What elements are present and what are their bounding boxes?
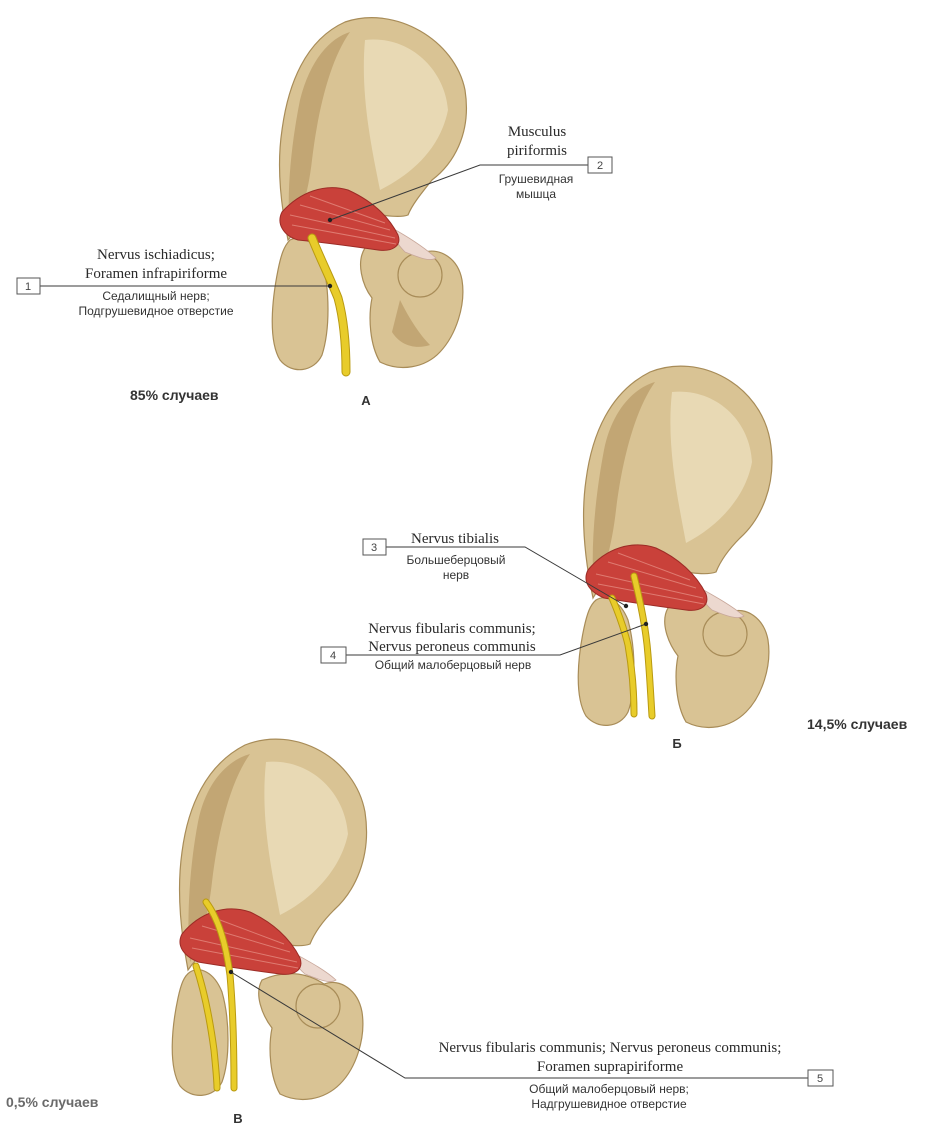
panel-a-letter: А [361,393,371,408]
panel-b-percent: 14,5% случаев [807,716,908,732]
callout-5-russian-line-2: Надгрушевидное отверстие [531,1097,687,1111]
callout-3-latin-line-1: Nervus tibialis [411,531,499,547]
callout-1-latin-line-2: Foramen infrapiriforme [85,266,227,282]
panel-c: 5 Nervus fibularis communis; Nervus pero… [6,739,833,1126]
callout-3-russian-line-1: Большеберцовый [407,553,506,567]
callout-5-number: 5 [817,1073,823,1085]
callout-2-latin-line-2: piriformis [507,143,567,159]
panel-b-hip-bone [578,366,772,727]
panel-c-letter: В [233,1111,242,1126]
callout-4-latin-line-1: Nervus fibularis communis; [368,621,535,637]
callout-1-number: 1 [25,281,31,293]
callout-2-latin-line-1: Musculus [508,124,567,140]
callout-3-russian-line-2: нерв [443,568,469,582]
panel-a-percent: 85% случаев [130,387,219,403]
callout-4-number: 4 [330,650,336,662]
panel-a: 2 Musculus piriformis Грушевидная мышца … [17,18,612,408]
callout-5-latin-line-2: Foramen suprapiriforme [537,1059,684,1075]
callout-3-number: 3 [371,542,377,554]
panel-b: 3 Nervus tibialis Большеберцовый нерв 4 … [321,366,908,751]
panel-c-percent: 0,5% случаев [6,1094,99,1110]
callout-4-latin-line-2: Nervus peroneus communis [368,639,536,655]
callout-2-russian-line-1: Грушевидная [499,172,574,186]
callout-1-latin-line-1: Nervus ischiadicus; [97,247,215,263]
callout-2-russian-line-2: мышца [516,187,556,201]
callout-5-russian-line-1: Общий малоберцовый нерв; [529,1082,689,1096]
panel-b-letter: Б [672,736,681,751]
callout-5-latin-line-1: Nervus fibularis communis; Nervus perone… [439,1040,782,1056]
callout-1-russian-line-2: Подгрушевидное отверстие [78,304,233,318]
panel-a-hip-bone [272,18,466,370]
callout-2-number: 2 [597,160,603,172]
callout-4-russian-line-1: Общий малоберцовый нерв [375,658,531,672]
callout-1-russian-line-1: Седалищный нерв; [102,289,209,303]
